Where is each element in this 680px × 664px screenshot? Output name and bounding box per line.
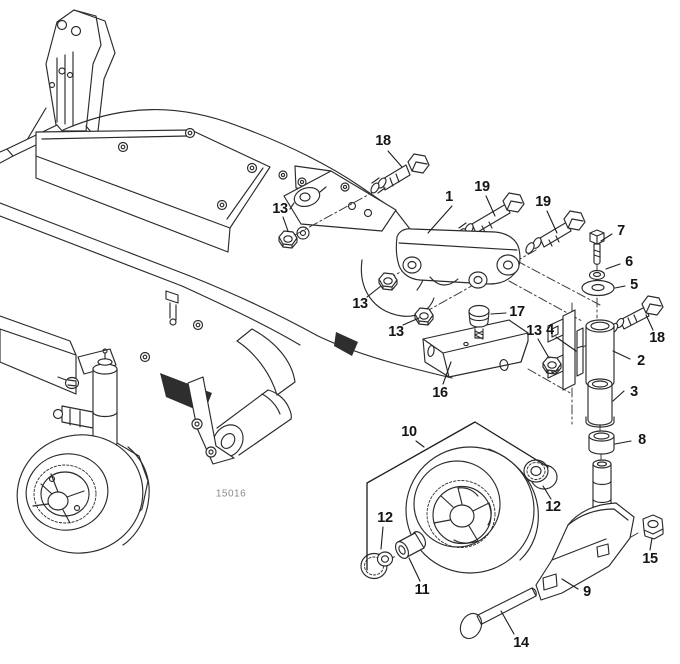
callout-15: 15 <box>642 551 658 567</box>
deck-assembly <box>0 9 453 554</box>
part-1-caster-arm <box>395 228 521 289</box>
part-18-bolt-right <box>609 295 664 334</box>
anti-scalp-roller <box>187 328 296 465</box>
callout-5: 5 <box>630 277 638 293</box>
callout-18-top: 18 <box>375 133 391 149</box>
part-7-bolt <box>589 229 605 265</box>
callout-4: 4 <box>546 322 554 338</box>
part-16-arm-block <box>422 319 529 378</box>
callout-16: 16 <box>432 385 448 401</box>
callout-13-a: 13 <box>272 201 288 217</box>
part-12-bearing-right <box>523 459 558 490</box>
callout-10: 10 <box>401 424 417 440</box>
drawing-number: 15016 <box>215 488 247 500</box>
part-9-fork-spindle <box>535 459 635 601</box>
callout-11: 11 <box>414 582 430 598</box>
part-11-spacer <box>394 531 427 559</box>
part-17-plug <box>468 304 490 340</box>
hinge-bracket <box>278 165 397 240</box>
callout-12-left: 12 <box>377 510 393 526</box>
part-13-nut-c <box>414 307 434 326</box>
part-18-bolt-top <box>370 153 430 194</box>
part-6-lock-washer <box>588 269 606 281</box>
hinge-washer <box>296 226 310 240</box>
deck-hardware <box>117 127 350 363</box>
callout-13-d: 13 <box>526 323 542 339</box>
part-12-bearing-left <box>360 551 394 580</box>
item-10-bracket-line <box>366 421 549 571</box>
leader-lines <box>282 150 654 635</box>
part-13-nut-a <box>278 230 298 249</box>
callout-3: 3 <box>630 384 638 400</box>
callout-19-b: 19 <box>535 194 551 210</box>
part-5-washer <box>581 279 615 297</box>
part-14-axle-bolt <box>459 587 537 640</box>
callout-9: 9 <box>583 584 591 600</box>
exploded-parts <box>278 153 664 640</box>
callout-18-right: 18 <box>649 330 665 346</box>
part-8-bushing <box>588 430 615 455</box>
callout-13-c: 13 <box>388 324 404 340</box>
part-13-nut-b <box>378 272 398 291</box>
callout-13-b: 13 <box>352 296 368 312</box>
callout-6: 6 <box>625 254 633 270</box>
callout-14: 14 <box>513 635 529 651</box>
part-19-bolt-b <box>525 210 586 254</box>
part-4-plate <box>576 327 584 377</box>
hitch-bracket <box>7 9 116 150</box>
callout-7: 7 <box>617 223 625 239</box>
callout-8: 8 <box>638 432 646 448</box>
callout-1: 1 <box>445 189 453 205</box>
callout-2: 2 <box>637 353 645 369</box>
part-13-nuts <box>278 230 562 375</box>
callout-19-a: 19 <box>474 179 490 195</box>
callout-12-right: 12 <box>545 499 561 515</box>
deck-shell <box>0 109 453 413</box>
left-caster-assembled <box>16 348 150 554</box>
mounting-plate <box>35 129 271 229</box>
part-15-nut <box>642 514 664 540</box>
part-3-spacer-tube <box>585 378 615 428</box>
part-10-wheel <box>405 446 539 574</box>
callout-17: 17 <box>509 304 525 320</box>
part-2-pivot-bracket <box>547 309 615 391</box>
